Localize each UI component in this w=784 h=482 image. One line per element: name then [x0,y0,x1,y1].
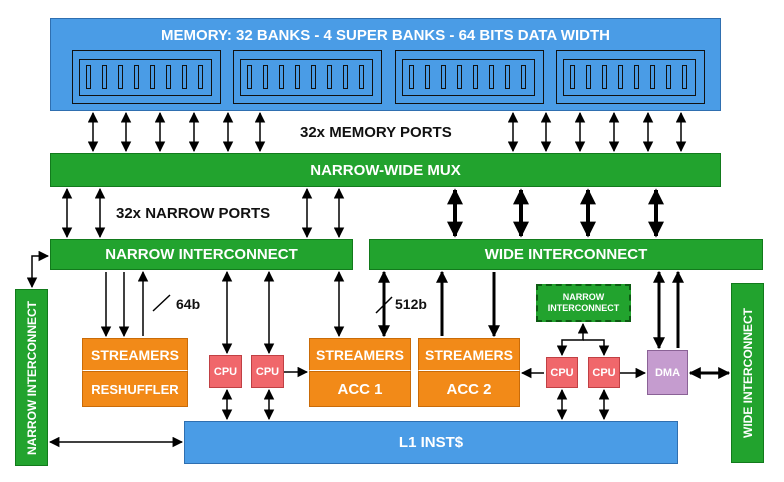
memory-bank-cell [134,65,139,89]
narrow-wide-mux: NARROW-WIDE MUX [50,153,721,187]
l1-inst-cache: L1 INST$ [184,421,678,464]
width-64b-label: 64b [176,296,201,312]
super-bank-2 [233,50,382,104]
super-bank-4 [556,50,705,104]
cpu-small-narrow-arrow [556,322,589,357]
wide-interconnect: WIDE INTERCONNECT [369,239,763,270]
width-512b-label: 512b [395,296,427,312]
memory-bank-cell [198,65,203,89]
bank-group [79,59,212,96]
acc1-block: ACC 1 [309,371,411,407]
memory-bank-cell [86,65,91,89]
narrow-interconnect-small-line2: INTERCONNECT [547,303,620,313]
memory-bank-cell [682,65,687,89]
reshuffler-block: RESHUFFLER [82,371,188,407]
memory-bank-cell [295,65,300,89]
narrow-interconnect-label: NARROW INTERCONNECT [105,246,298,263]
memory-bank-cell [359,65,364,89]
l1-label: L1 INST$ [398,434,464,451]
acc2-block: ACC 2 [418,371,520,407]
bank-group [240,59,373,96]
memory-bank-cell [409,65,414,89]
mux-label: NARROW-WIDE MUX [310,161,461,179]
cpu-2-label: CPU [255,365,280,378]
memory-bank-cell [150,65,155,89]
reshuffler-label: RESHUFFLER [91,381,179,397]
cpu-4-label: CPU [592,366,616,379]
cpu-3: CPU [546,357,578,388]
cpu-4: CPU [588,357,620,388]
memory-bank-cell [166,65,171,89]
cpu-3-label: CPU [550,366,574,379]
wide-interconnect-side: WIDE INTERCONNECT [731,283,764,463]
memory-bank-cell [618,65,623,89]
super-bank-1 [72,50,221,104]
memory-bank-cell [263,65,268,89]
memory-bank-cell [327,65,332,89]
cpu-2: CPU [251,355,284,388]
memory-bank-cell [666,65,671,89]
memory-bank-cell [489,65,494,89]
memory-ports-label: 32x MEMORY PORTS [300,124,452,141]
dma: DMA [647,350,688,395]
memory-bank-cell [247,65,252,89]
side-narrow-top-narrow-arrow [26,250,50,289]
narrow-interconnect-small: NARROW INTERCONNECT [536,284,631,322]
dma-label: DMA [654,366,681,379]
streamers-acc1-top: STREAMERS [309,338,411,371]
streamers-acc2-top: STREAMERS [418,338,520,371]
acc2-label: ACC 2 [446,380,492,398]
super-bank-3 [395,50,544,104]
acc2-streamers-label: STREAMERS [425,346,513,363]
narrow-interconnect-small-line1: NARROW [562,292,605,302]
memory-bank-cell [634,65,639,89]
width-slash [152,294,171,312]
memory-bank-cell [441,65,446,89]
memory-bank-cell [343,65,348,89]
memory-bank-cell [102,65,107,89]
memory-bank-cell [311,65,316,89]
streamers-reshuffler-top: STREAMERS [82,338,188,371]
acc1-label: ACC 1 [337,380,383,398]
narrow-ports-label: 32x NARROW PORTS [116,205,271,222]
memory-bank-cell [602,65,607,89]
memory-bank-cell [457,65,462,89]
memory-bank-cell [650,65,655,89]
memory-bank-cell [279,65,284,89]
memory-bank-cell [505,65,510,89]
memory-bank-cell [473,65,478,89]
cpu-1: CPU [209,355,242,388]
width-slash [375,296,393,314]
reshuffler-streamers-label: STREAMERS [91,346,179,363]
bank-group [402,59,535,96]
cpu-1-label: CPU [213,365,238,378]
cpu-small-narrow-arrow [583,339,610,357]
acc1-streamers-label: STREAMERS [316,346,404,363]
memory-bank-cell [118,65,123,89]
memory-bank-cell [425,65,430,89]
memory-bank-cell [586,65,591,89]
memory-bank-cell [521,65,526,89]
wide-interconnect-label: WIDE INTERCONNECT [484,246,648,263]
narrow-interconnect: NARROW INTERCONNECT [50,239,353,270]
memory-bank-cell [182,65,187,89]
memory-title: MEMORY: 32 BANKS - 4 SUPER BANKS - 64 BI… [161,27,610,44]
memory-bank-cell [570,65,575,89]
narrow-interconnect-side: NARROW INTERCONNECT [15,289,48,466]
bank-group [563,59,696,96]
